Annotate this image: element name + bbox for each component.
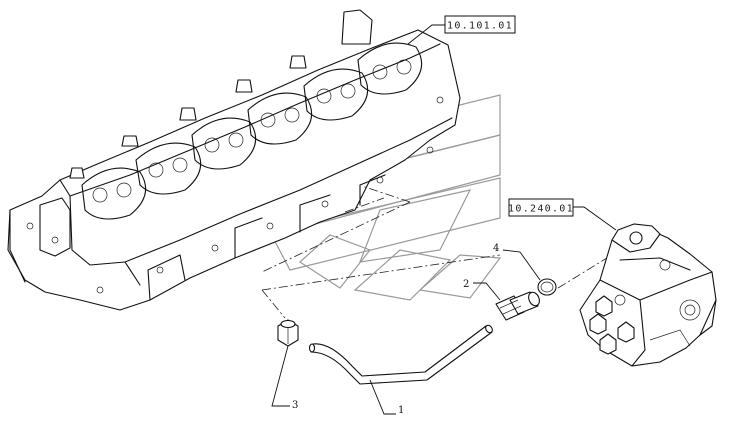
pipe [308,324,493,385]
reference-code: 10.240.01 [508,204,574,215]
assembly-lines [261,185,621,319]
callout-number: 3 [292,400,298,411]
callout-pipe: 1 [369,379,404,416]
cylinder-head [7,9,461,311]
plug [277,319,299,347]
seal-ring [537,278,557,296]
reference-code: 10.101.01 [447,21,513,32]
callout-number: 1 [398,405,404,416]
callout-number: 2 [463,279,469,290]
reference-box-cylinder-head: 10.101.01 [407,15,516,45]
reference-box-injection-pump: 10.240.01 [508,198,617,231]
callout-union-fitting: 2 [463,279,501,301]
injection-pump [579,223,717,367]
callout-seal-ring: 4 [493,243,541,281]
callout-plug: 3 [271,345,298,411]
union-fitting [495,291,540,321]
callout-number: 4 [493,243,499,254]
